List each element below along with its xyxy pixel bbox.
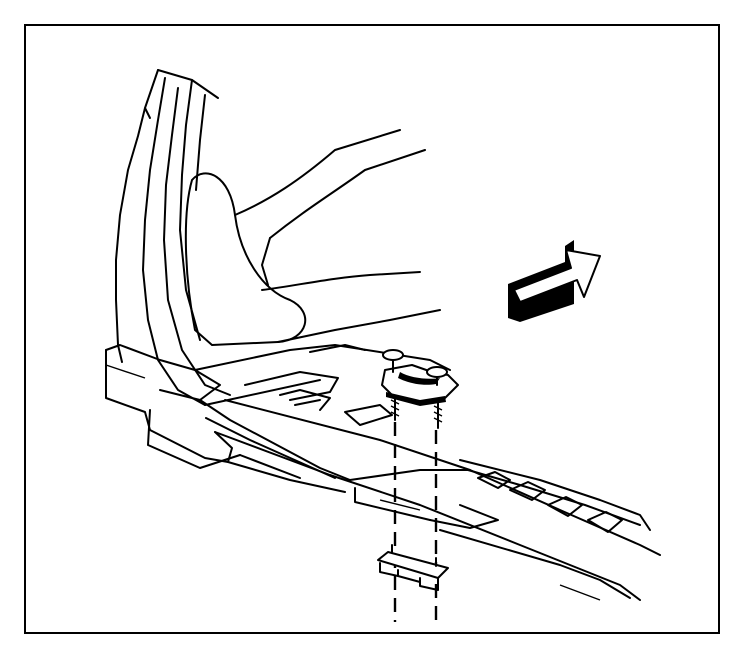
pillar-trim-panel [115,69,231,406]
diagram-frame [24,24,720,634]
seat-cushion [184,129,441,346]
forward-direction-arrow [508,240,601,322]
lower-clip-bracket [377,544,449,591]
exploded-view-illustration [105,69,661,622]
door-sill-rocker [105,344,351,493]
bracket-with-screws [381,349,459,429]
floor-console-track [194,344,661,601]
